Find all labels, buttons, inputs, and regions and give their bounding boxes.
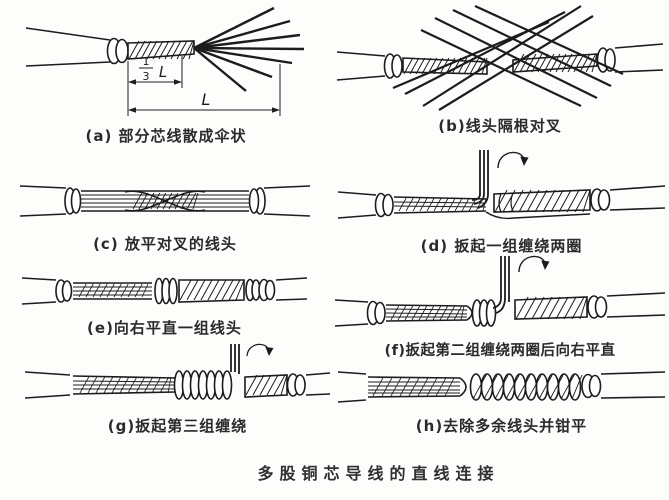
svg-text:L: L (159, 63, 167, 81)
strand-bundle-left (73, 282, 152, 300)
figure-panel-c: (c) 放平对叉的线头 (20, 172, 310, 254)
step-e-caption: (e)向右平直一组线头 (87, 319, 242, 337)
step-f-drawing (335, 255, 665, 327)
cable-right (248, 185, 310, 217)
wrapped-section-right (493, 189, 591, 213)
cable-left (338, 191, 394, 219)
step-b-caption: (b)线头隔根对叉 (438, 117, 562, 135)
step-d-drawing (338, 150, 665, 220)
step-h-drawing (338, 371, 665, 403)
figure-panel-f: (f)扳起第二组缠绕两圈后向右平直 (335, 252, 665, 360)
strand-bundle-left (367, 376, 467, 398)
step-d-caption: (d) 扳起一组缠绕两圈 (420, 237, 583, 255)
strand-bundle-left (385, 304, 473, 322)
twisted-section (127, 40, 195, 60)
dimension-arrowheads (128, 79, 280, 113)
wrap-direction-arrow-icon (246, 343, 270, 357)
wrap-direction-arrow-icon (518, 255, 546, 273)
cable-right (286, 372, 330, 397)
step-a-caption: (a) 部分芯线散成伞状 (85, 127, 247, 145)
cable-right (590, 185, 665, 212)
cable-left (25, 27, 129, 67)
wrapped-section-right (178, 278, 261, 303)
dimension-labels: 1 3 L L (143, 55, 211, 109)
cable-left (335, 299, 386, 327)
lower-strand-group (485, 211, 591, 220)
wrapped-section-right (514, 296, 588, 320)
cable-right (587, 292, 665, 319)
interleaved-strands (392, 5, 624, 111)
figure-panel-e: (e)向右平直一组线头 (22, 268, 307, 338)
step-b-drawing (336, 5, 664, 111)
knot-coils (471, 299, 497, 327)
step-g-caption: (g)扳起第三组缠绕 (107, 417, 248, 435)
step-e-drawing (22, 277, 307, 305)
svg-text:L: L (202, 90, 211, 109)
hatched-section-right (244, 374, 288, 398)
step-c-drawing (20, 185, 310, 217)
strand-fan (193, 6, 305, 92)
arrowhead (265, 347, 274, 356)
wrap-direction-arrow-icon (497, 151, 525, 169)
cable-right (581, 371, 665, 399)
step-a-drawing: 1 3 L L (25, 6, 305, 116)
arrowhead (541, 260, 550, 270)
cable-left (338, 371, 367, 403)
step-h-caption: (h)去除多余线头并钳平 (415, 417, 588, 435)
strand-bundle-left (393, 196, 487, 214)
svg-text:1: 1 (143, 55, 150, 68)
lifted-strand-group (471, 150, 489, 209)
lifted-strand-group (492, 256, 510, 314)
strand-bundle-left (72, 375, 176, 395)
figure-title: 多股铜芯导线的直线连接 (257, 464, 500, 483)
arrowhead (520, 156, 529, 166)
cable-right (258, 277, 307, 302)
dimension-lines (127, 56, 281, 116)
figure-panel-h: (h)去除多余线头并钳平 (338, 362, 665, 436)
figure-panel-g: (g)扳起第三组缠绕 (25, 342, 330, 436)
svg-text:3: 3 (143, 70, 150, 83)
lifted-strand-group (230, 344, 240, 374)
center-twist (124, 190, 206, 212)
cable-left (25, 371, 71, 399)
step-g-drawing (25, 343, 330, 400)
figure-panel-d: (d) 扳起一组缠绕两圈 (338, 146, 665, 256)
figure-panel-b: (b)线头隔根对叉 (335, 2, 665, 136)
step-c-caption: (c) 放平对叉的线头 (93, 235, 237, 253)
figure-panel-a: 1 3 L L (a) 部分芯线散成伞状 (22, 4, 310, 146)
center-knot-coils (154, 277, 178, 305)
coil-wrap (173, 370, 233, 400)
cable-left (336, 51, 403, 81)
step-f-caption: (f)扳起第二组缠绕两圈后向右平直 (384, 343, 616, 359)
finished-coil-wrap (469, 373, 583, 401)
cable-left (22, 277, 73, 305)
cable-left (20, 185, 82, 217)
